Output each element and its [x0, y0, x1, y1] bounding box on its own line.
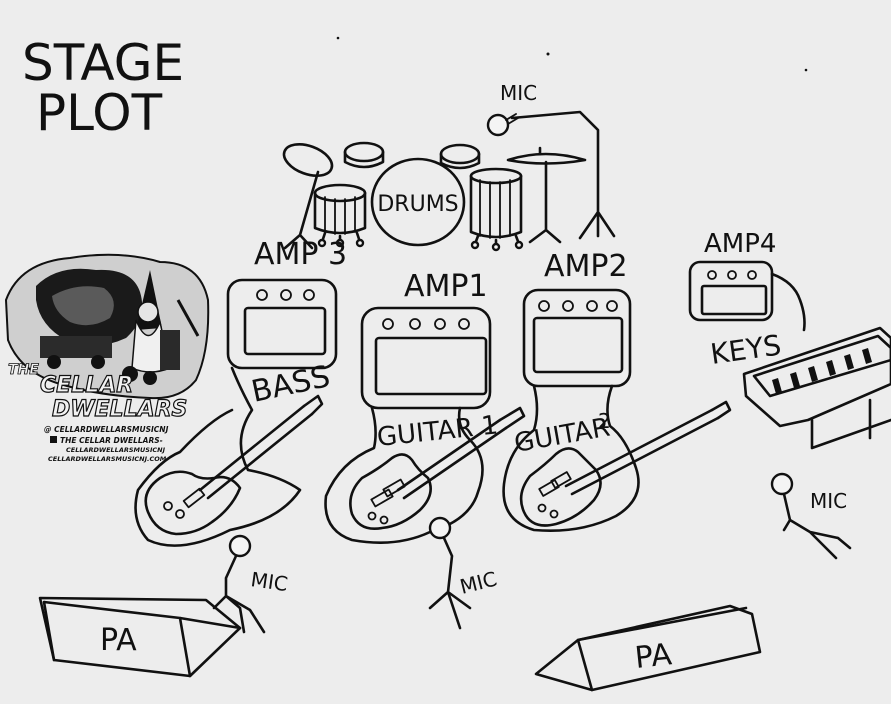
keyboard	[742, 326, 891, 450]
ride-cymbal	[506, 146, 587, 244]
bass-mic-label: MIC	[249, 567, 289, 596]
amp-1-label: AMP1	[404, 269, 488, 304]
pa-left: PA	[38, 596, 242, 678]
title-line-1: STAGE	[22, 34, 184, 92]
amp-2-label: AMP2	[544, 249, 628, 284]
drum-mic-label: MIC	[500, 81, 537, 105]
band-logo: THE CELLAR DWELLARS @ CELLARDWELLARSMUSI…	[4, 253, 210, 463]
guitar-1	[349, 406, 526, 530]
amp-4: AMP4	[688, 229, 776, 322]
pa-right-label: PA	[633, 637, 674, 676]
drum-kit: DRUMS MIC	[282, 81, 616, 252]
logo-website: CELLARDWELLARSMUSICNJ.COM	[48, 455, 167, 463]
pa-right: PA	[534, 604, 762, 692]
amp-3-label: AMP 3	[254, 237, 347, 272]
crash-cymbal-left	[282, 143, 334, 250]
title: STAGE PLOT	[22, 34, 184, 142]
keys-mic-label: MIC	[810, 489, 847, 513]
tom-left	[343, 141, 385, 169]
guitar-2-superscript: 2	[598, 409, 611, 433]
bass-mic: MIC	[212, 534, 289, 634]
keys-area: KEYS	[708, 272, 891, 450]
pa-left-label: PA	[100, 623, 137, 658]
floor-tom	[469, 167, 524, 252]
facebook-icon	[50, 436, 57, 443]
logo-the: THE	[8, 362, 39, 378]
amp-4-label: AMP4	[704, 229, 776, 259]
amp-1: AMP1	[360, 269, 492, 410]
guitar-2	[519, 400, 732, 527]
title-line-2: PLOT	[36, 84, 163, 142]
logo-instagram: @ CELLARDWELLARSMUSICNJ	[44, 425, 169, 434]
tom-right	[439, 143, 481, 170]
amp-2: AMP2	[522, 249, 632, 388]
guitar-1-area: GUITAR 1	[324, 406, 526, 544]
bass-drum: DRUMS	[370, 157, 466, 247]
amp-3: AMP 3	[226, 237, 347, 370]
snare-drum	[313, 183, 367, 248]
bass-guitar	[144, 394, 324, 536]
drums-label: DRUMS	[377, 192, 458, 217]
guitar-2-area: GUITAR 2	[502, 384, 732, 533]
logo-facebook: THE CELLAR DWELLARS-	[60, 436, 163, 445]
drum-mic: MIC	[486, 81, 616, 240]
logo-line-1: CELLAR	[40, 373, 133, 398]
guitar-1-mic: MIC	[428, 516, 499, 630]
guitar-1-mic-label: MIC	[457, 567, 499, 599]
logo-line-2: DWELLARS	[52, 397, 187, 422]
logo-facebook-handle: CELLARDWELLARSMUSICNJ	[66, 446, 166, 454]
keys-mic: MIC	[770, 472, 852, 560]
